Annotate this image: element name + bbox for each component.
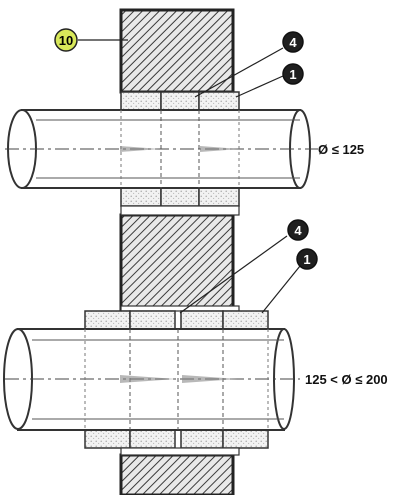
wall-bottom — [119, 453, 235, 495]
bottom-collar-upper — [84, 305, 269, 330]
callout-sealant-top: 4 — [282, 31, 304, 53]
svg-text:4: 4 — [289, 35, 297, 50]
callout-wall: 10 — [54, 28, 78, 52]
svg-text:4: 4 — [294, 223, 302, 238]
svg-text:1: 1 — [289, 67, 296, 82]
bottom-collar-lower — [84, 429, 269, 456]
svg-text:1: 1 — [303, 252, 310, 267]
top-collar-upper — [120, 91, 240, 111]
top-collar-lower — [120, 187, 240, 216]
wall-middle — [119, 213, 235, 312]
leader-lines — [78, 39, 301, 314]
callout-sealant-bottom: 4 — [287, 219, 309, 241]
svg-text:10: 10 — [59, 33, 73, 48]
diameter-label-large: 125 < Ø ≤ 200 — [305, 372, 388, 387]
callout-band-top: 1 — [282, 63, 304, 85]
top-pipe — [5, 109, 318, 189]
diameter-label-small: Ø ≤ 125 — [318, 142, 364, 157]
wall-top — [119, 8, 235, 94]
callout-band-bottom: 1 — [296, 248, 318, 270]
bottom-pipe — [3, 328, 300, 431]
